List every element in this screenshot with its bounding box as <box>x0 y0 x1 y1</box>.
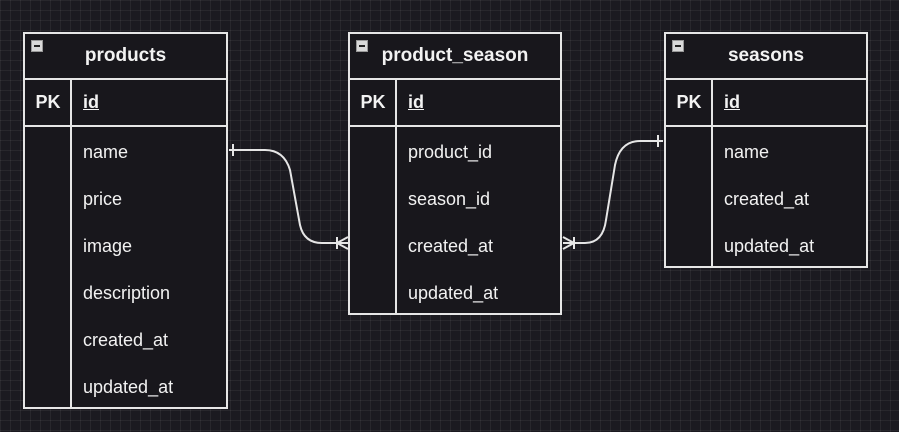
field-row[interactable]: created_at <box>408 236 494 256</box>
field-row[interactable]: created_at <box>724 189 810 209</box>
relationship-seasons-product-season[interactable] <box>563 140 663 244</box>
entity-header[interactable]: products <box>25 34 226 80</box>
field-row[interactable]: name <box>83 142 129 162</box>
column-divider <box>395 80 397 313</box>
entity-header[interactable]: seasons <box>666 34 866 80</box>
field-row[interactable]: season_id <box>408 189 491 209</box>
primary-key-row[interactable]: PK id <box>350 80 560 127</box>
column-divider <box>70 80 72 407</box>
primary-key-row[interactable]: PK id <box>25 80 226 127</box>
field-row[interactable]: image <box>83 236 133 256</box>
collapse-icon[interactable] <box>31 40 43 52</box>
field-row[interactable]: description <box>83 283 171 303</box>
field-row[interactable]: name <box>724 142 770 162</box>
field-row[interactable]: updated_at <box>724 236 815 256</box>
pk-label: PK <box>360 92 386 112</box>
column-divider <box>711 80 713 266</box>
field-row[interactable]: price <box>83 189 123 209</box>
field-row[interactable]: created_at <box>83 330 169 350</box>
field-row[interactable]: updated_at <box>408 283 499 303</box>
entity-seasons[interactable]: seasons PK id name created_at updated_at <box>664 32 868 268</box>
crowsfoot-product-season-left <box>336 236 349 250</box>
entity-title: products <box>84 45 167 66</box>
field-row[interactable]: updated_at <box>83 377 174 397</box>
pk-field: id <box>83 92 99 112</box>
pk-field: id <box>724 92 740 112</box>
field-row[interactable]: product_id <box>408 142 493 162</box>
entity-title: product_season <box>381 45 529 66</box>
pk-label: PK <box>676 92 702 112</box>
entity-products[interactable]: products PK id name price image descript… <box>23 32 228 409</box>
collapse-icon[interactable] <box>672 40 684 52</box>
collapse-icon[interactable] <box>356 40 368 52</box>
entity-title: seasons <box>727 45 805 66</box>
entity-header[interactable]: product_season <box>350 34 560 80</box>
relationship-products-product-season[interactable] <box>229 149 348 244</box>
crowsfoot-product-season-right <box>562 236 575 250</box>
pk-field: id <box>408 92 424 112</box>
pk-label: PK <box>35 92 61 112</box>
primary-key-row[interactable]: PK id <box>666 80 866 127</box>
entity-product-season[interactable]: product_season PK id product_id season_i… <box>348 32 562 315</box>
